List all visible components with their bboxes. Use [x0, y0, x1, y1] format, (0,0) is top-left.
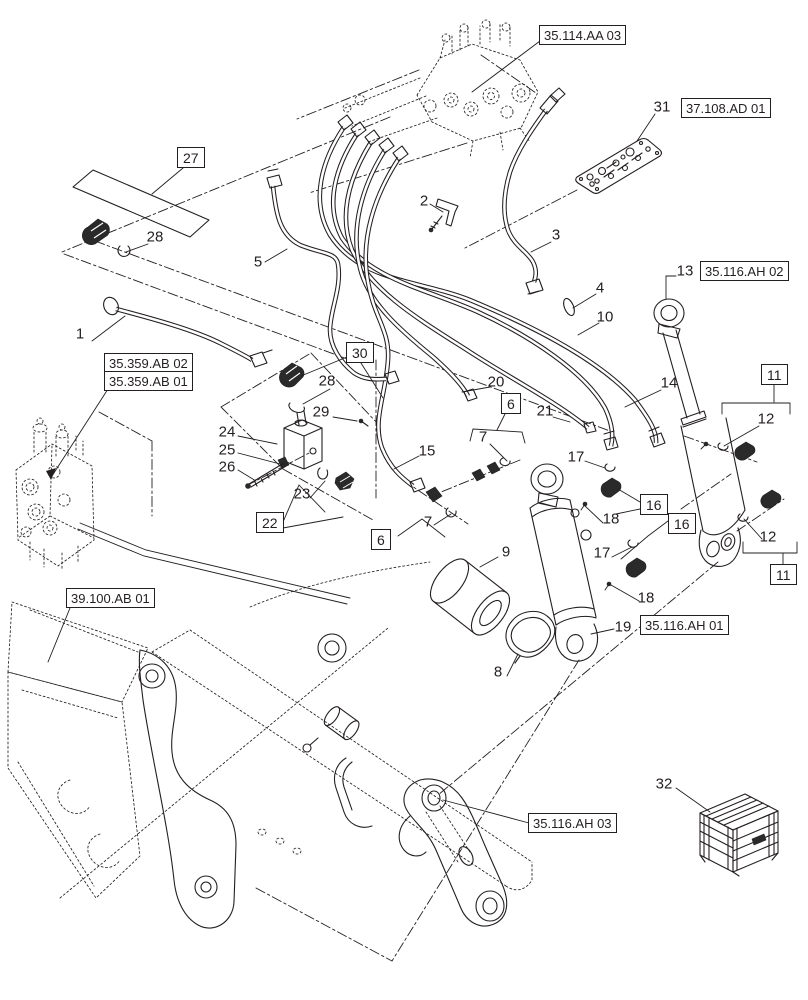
callout-21: 21	[536, 402, 554, 420]
ref-box-35-359-ab-02[interactable]: 35.359.AB 02	[104, 353, 193, 373]
rod	[77, 522, 351, 605]
callout-box-6a: 6	[501, 393, 521, 414]
callout-8: 8	[493, 663, 503, 681]
callout-4: 4	[595, 279, 605, 297]
callout-17a: 17	[567, 448, 585, 466]
frame-39100	[7, 561, 533, 899]
ref-box-35-114-aa-03[interactable]: 35.114.AA 03	[539, 25, 627, 45]
callout-7b: 7	[423, 513, 433, 531]
callout-20: 20	[487, 373, 505, 391]
o-ring-4	[563, 297, 575, 317]
ref-box-35-359-ab-01[interactable]: 35.359.AB 01	[104, 371, 193, 391]
callout-29: 29	[312, 403, 330, 421]
callout-26: 26	[218, 458, 236, 476]
callout-28b: 28	[318, 372, 336, 390]
crate-32	[699, 793, 779, 877]
callout-box-6b: 6	[371, 529, 391, 550]
callout-19: 19	[614, 618, 632, 636]
construction-lines	[61, 54, 785, 962]
arm-pivot-ring	[317, 633, 347, 663]
coupler-plate	[138, 649, 237, 929]
callout-14: 14	[660, 374, 678, 392]
callout-12b: 12	[759, 528, 777, 546]
callout-box-16a: 16	[640, 494, 668, 515]
callout-24: 24	[218, 423, 236, 441]
callout-15: 15	[418, 442, 436, 460]
ref-box-39-100-ab-01[interactable]: 39.100.AB 01	[66, 588, 155, 608]
callout-28a: 28	[146, 228, 164, 246]
callout-box-30: 30	[346, 342, 374, 363]
ref-box-35-116-ah-03[interactable]: 35.116.AH 03	[528, 813, 617, 833]
callout-3: 3	[551, 226, 561, 244]
ref-box-35-116-ah-02[interactable]: 35.116.AH 02	[700, 261, 789, 281]
callout-box-16b: 16	[668, 513, 696, 534]
callout-10: 10	[596, 308, 614, 326]
callout-25: 25	[218, 441, 236, 459]
callout-box-11b: 11	[770, 564, 797, 585]
callout-2: 2	[419, 192, 429, 210]
fitting-27	[82, 218, 131, 257]
hose-5	[266, 168, 400, 385]
callout-31: 31	[653, 98, 671, 116]
callout-12a: 12	[757, 410, 775, 428]
cylinder-19	[529, 463, 599, 662]
plate-31	[575, 137, 663, 195]
bellcrank-link	[302, 706, 508, 927]
leader-lines	[47, 40, 798, 824]
callout-1: 1	[75, 325, 85, 343]
callout-7a: 7	[478, 428, 488, 446]
callout-18b: 18	[637, 589, 655, 607]
callout-32: 32	[655, 775, 673, 793]
callout-5: 5	[253, 253, 263, 271]
callout-18a: 18	[602, 510, 620, 528]
ref-box-35-116-ah-01[interactable]: 35.116.AH 01	[640, 615, 729, 635]
callout-23: 23	[293, 485, 311, 503]
callout-box-27: 27	[177, 147, 205, 168]
cylinder-13	[653, 298, 746, 567]
callout-13: 13	[676, 262, 694, 280]
cap-8	[505, 610, 556, 664]
callout-9: 9	[501, 543, 511, 561]
callout-17b: 17	[593, 544, 611, 562]
solenoid-valve-24	[245, 362, 369, 491]
hose-3	[502, 87, 566, 295]
hose-1	[103, 296, 273, 368]
panel-27	[72, 169, 210, 238]
bushing-9	[429, 558, 511, 636]
fittings-right	[409, 441, 782, 591]
leader-arrow	[46, 468, 56, 480]
callout-box-22: 22	[256, 512, 284, 533]
ref-box-37-108-ad-01[interactable]: 37.108.AD 01	[681, 98, 771, 118]
hose-bundle	[317, 114, 666, 488]
control-valve-35359	[15, 417, 95, 571]
clip-2	[428, 198, 459, 233]
callout-box-11a: 11	[761, 364, 788, 385]
